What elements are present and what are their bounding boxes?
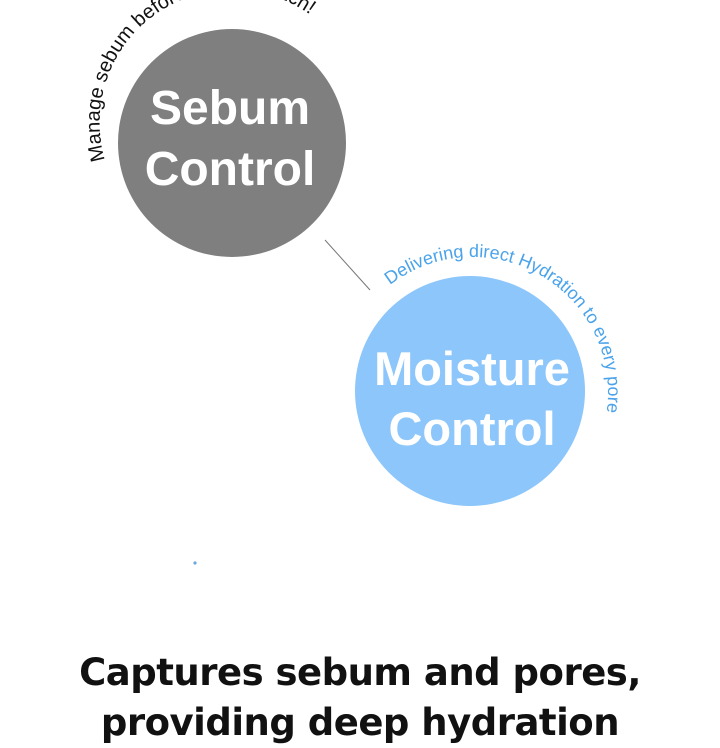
moisture-circle (355, 276, 585, 506)
sebum-control-badge: Sebum Control Manage sebum before Pores … (83, 0, 346, 257)
sebum-title-line2: Control (145, 143, 316, 196)
sebum-circle (118, 29, 346, 257)
moisture-control-badge: Moisture Control Delivering direct Hydra… (355, 241, 624, 506)
decorative-dot (193, 561, 197, 565)
caption-line1: Captures sebum and pores, (79, 651, 641, 694)
caption-line2: providing deep hydration (100, 701, 620, 744)
illustration: Sebum Control Manage sebum before Pores … (83, 0, 624, 565)
caption: Captures sebum and pores, providing deep… (0, 648, 720, 748)
moisture-title-line2: Control (388, 402, 555, 455)
moisture-title-line1: Moisture (374, 342, 570, 395)
sebum-title-line1: Sebum (150, 82, 310, 135)
connector-line (324, 239, 371, 291)
